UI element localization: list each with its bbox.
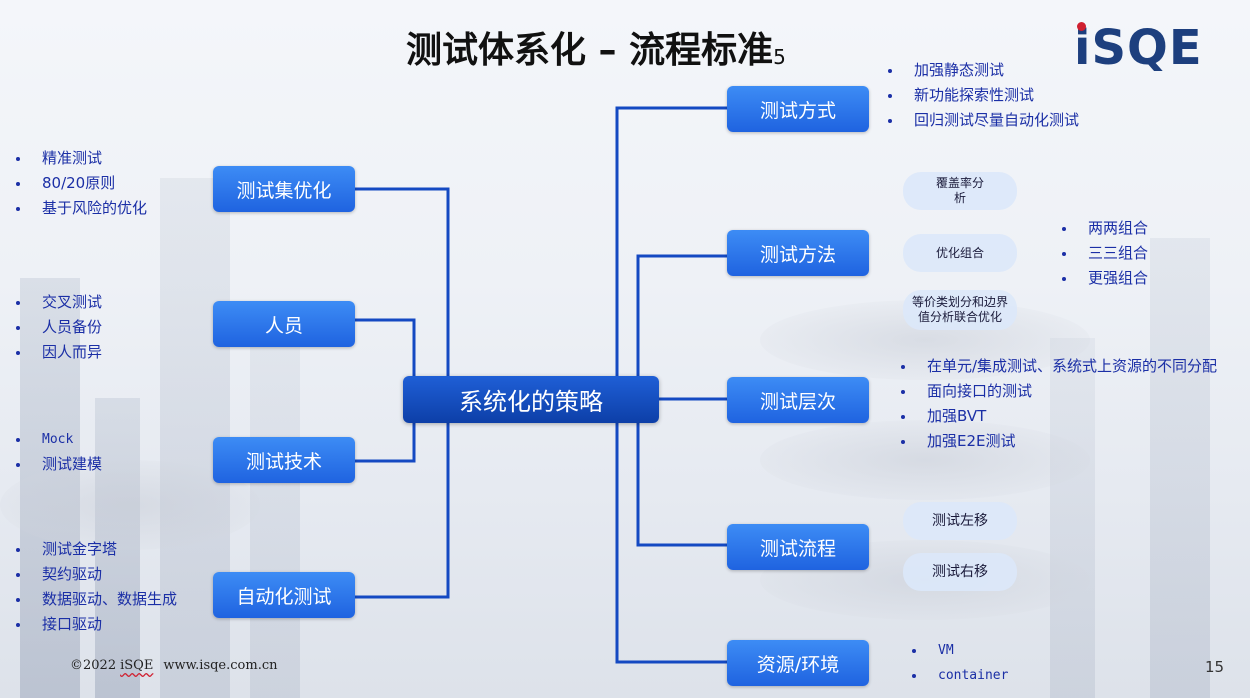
bullet-item: 回归测试尽量自动化测试 [884,108,1079,133]
bullet-item: 新功能探索性测试 [884,83,1079,108]
bullet-item: 两两组合 [1058,216,1148,241]
bullet-item: 三三组合 [1058,241,1148,266]
node-automation-testing: 自动化测试 [213,572,355,618]
bullet-item: 契约驱动 [12,562,177,587]
node-personnel: 人员 [213,301,355,347]
logo-text: iSQE [1074,20,1203,76]
bullet-item: container [908,663,1008,688]
bullets-test-suite-optimization: 精准测试 80/20原则 基于风险的优化 [12,146,147,221]
node-resource-environment: 资源/环境 [727,640,869,686]
bullet-item: 测试建模 [12,452,102,477]
bullet-item: 在单元/集成测试、系统式上资源的不同分配 [897,354,1217,379]
bullets-test-method-combinations: 两两组合 三三组合 更强组合 [1058,216,1148,291]
bullet-item: 数据驱动、数据生成 [12,587,177,612]
footer-brand: iSQE [120,658,154,673]
slide-title-superscript: 5 [773,45,786,69]
footer-copyright: ©2022 [70,658,117,673]
bullet-item: 加强E2E测试 [897,429,1217,454]
bg-tower [1050,338,1095,698]
bullet-item: 人员备份 [12,315,102,340]
bg-coin [760,420,1090,500]
bullet-item: 基于风险的优化 [12,196,147,221]
pill-shift-left: 测试左移 [903,502,1017,540]
pill-coverage-analysis: 覆盖率分析 [903,172,1017,210]
isqe-logo: iSQE [1074,20,1203,76]
bullet-item: 加强静态测试 [884,58,1079,83]
bullet-item: 精准测试 [12,146,147,171]
bullets-test-mode: 加强静态测试 新功能探索性测试 回归测试尽量自动化测试 [884,58,1079,133]
node-test-level: 测试层次 [727,377,869,423]
center-node: 系统化的策略 [403,376,659,423]
pill-optimized-combination: 优化组合 [903,234,1017,272]
bullet-item: 加强BVT [897,404,1217,429]
bullet-item: 测试金字塔 [12,537,177,562]
node-test-suite-optimization: 测试集优化 [213,166,355,212]
bullet-item: 面向接口的测试 [897,379,1217,404]
slide-title: 测试体系化 – 流程标准5 [406,28,806,74]
bullets-resource-environment: VM container [908,638,1008,688]
bullet-item: 因人而异 [12,340,102,365]
bullet-item: VM [908,638,1008,663]
node-test-method: 测试方法 [727,230,869,276]
bullet-item: 接口驱动 [12,612,177,637]
bullets-personnel: 交叉测试 人员备份 因人而异 [12,290,102,365]
node-test-technique: 测试技术 [213,437,355,483]
bullet-item: Mock [12,427,102,452]
bullets-test-level: 在单元/集成测试、系统式上资源的不同分配 面向接口的测试 加强BVT 加强E2E… [897,354,1217,454]
node-test-process: 测试流程 [727,524,869,570]
bg-tower [1150,238,1210,698]
bullets-automation-testing: 测试金字塔 契约驱动 数据驱动、数据生成 接口驱动 [12,537,177,637]
bullet-item: 交叉测试 [12,290,102,315]
bullet-item: 80/20原则 [12,171,147,196]
pill-equivalence-boundary: 等价类划分和边界值分析联合优化 [903,290,1017,330]
pill-shift-right: 测试右移 [903,553,1017,591]
slide-title-text: 测试体系化 – 流程标准 [406,30,774,71]
node-test-mode: 测试方式 [727,86,869,132]
bullet-item: 更强组合 [1058,266,1148,291]
bullets-test-technique: Mock 测试建模 [12,427,102,477]
footer-url: www.isqe.com.cn [163,658,278,673]
logo-dot-icon [1077,22,1086,31]
page-number: 15 [1205,658,1225,676]
